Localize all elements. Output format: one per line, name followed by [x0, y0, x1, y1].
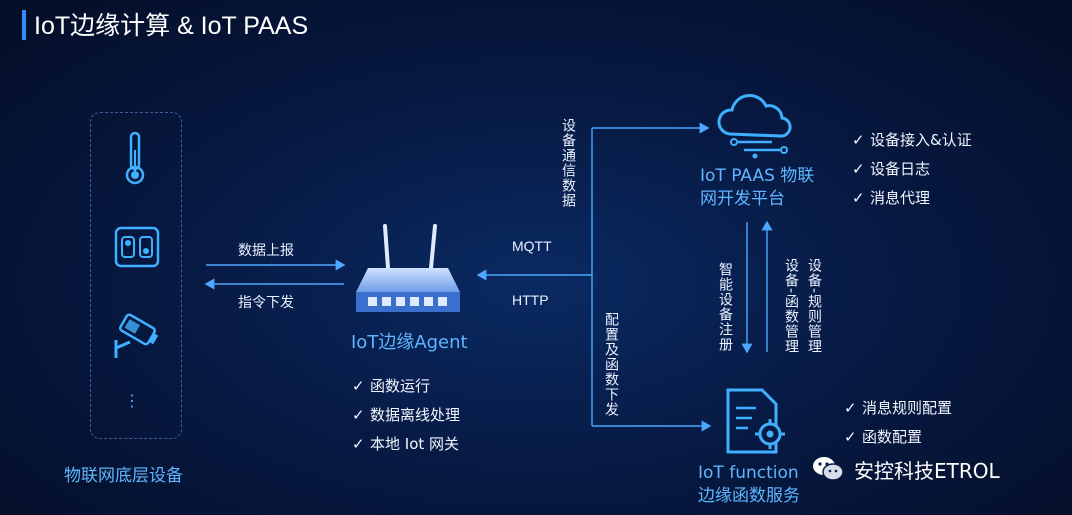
router-icon: [356, 224, 460, 312]
thermometer-icon: [125, 131, 145, 185]
camera-icon: [114, 313, 159, 358]
rule-manage-label: 设备-规则管理: [806, 258, 822, 355]
agent-feature-list: ✓函数运行 ✓数据离线处理 ✓本地 Iot 网关: [352, 372, 460, 459]
watermark: 安控科技ETROL: [812, 452, 1000, 486]
list-item: ✓数据离线处理: [352, 406, 461, 424]
switch-icon: [114, 226, 160, 268]
document-gear-icon: [726, 388, 785, 454]
cloud-icon: [717, 94, 792, 159]
function-label: IoT function 边缘函数服务: [698, 462, 800, 508]
register-label: 智能设备注册: [717, 262, 733, 352]
devices-label: 物联网底层设备: [64, 466, 183, 486]
list-item: ✓消息代理: [852, 189, 931, 207]
paas-label: IoT PAAS 物联网开发平台: [700, 166, 815, 209]
function-label-line1: IoT function: [698, 463, 799, 483]
list-item: ✓消息规则配置: [844, 399, 953, 417]
command-label: 指令下发: [238, 295, 294, 311]
list-item: ✓设备接入&认证: [852, 131, 972, 149]
function-label-line2: 边缘函数服务: [698, 486, 800, 506]
more-devices-icon: ⋮: [124, 391, 140, 410]
mqtt-label: MQTT: [512, 238, 552, 254]
function-manage-label: 设备-函数管理: [783, 258, 799, 355]
wechat-icon: [813, 457, 844, 481]
page-title: IoT边缘计算 & IoT PAAS: [34, 12, 309, 40]
config-deploy-label: 配置及函数下发: [603, 312, 619, 417]
device-panel: [90, 112, 182, 439]
function-feature-list: ✓消息规则配置 ✓函数配置: [844, 394, 952, 452]
list-item: ✓函数运行: [352, 377, 431, 395]
watermark-text: 安控科技ETROL: [854, 458, 1000, 483]
agent-label: IoT边缘Agent: [351, 332, 468, 353]
paas-feature-list: ✓设备接入&认证 ✓设备日志 ✓消息代理: [852, 126, 972, 213]
report-label: 数据上报: [238, 243, 294, 259]
list-item: ✓设备日志: [852, 160, 931, 178]
title-accent-bar: [22, 10, 26, 40]
http-label: HTTP: [512, 292, 549, 308]
list-item: ✓函数配置: [844, 428, 923, 446]
list-item: ✓本地 Iot 网关: [352, 435, 460, 453]
device-comm-label: 设备通信数据: [560, 118, 576, 208]
